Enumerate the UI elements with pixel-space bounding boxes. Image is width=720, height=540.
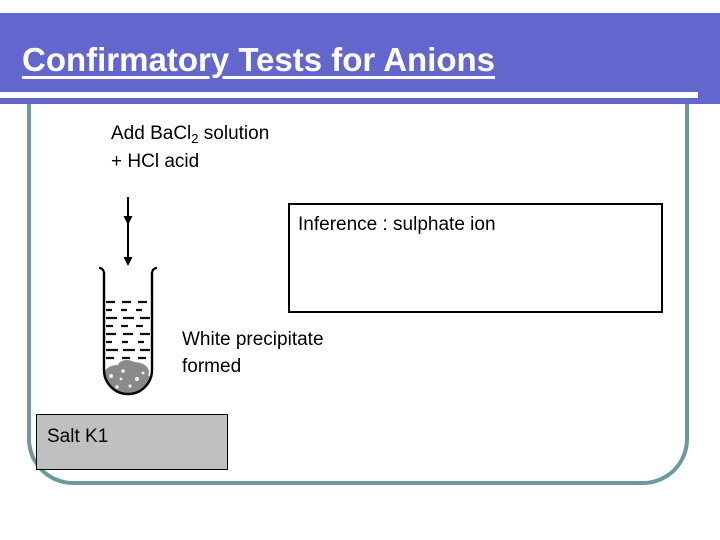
- observation-line-1: White precipitate: [182, 329, 324, 350]
- inference-label: Inference : sulphate ion: [298, 214, 496, 235]
- observation-line-2: formed: [182, 356, 242, 377]
- reagent-formula-suffix: solution: [198, 123, 270, 144]
- reagent-acid-line: + HCl acid: [111, 151, 200, 172]
- slide-body-frame: [27, 60, 689, 485]
- down-arrow-icon: [118, 192, 142, 272]
- reagent-formula-prefix: Add BaCl: [111, 123, 192, 144]
- inference-box: Inference : sulphate ion: [288, 203, 663, 313]
- title-banner: Confirmatory Tests for Anions: [0, 13, 720, 104]
- title-divider-rule: [0, 92, 698, 98]
- salt-sample-box: Salt K1: [36, 414, 228, 470]
- reagent-formula-subscript: 2: [191, 131, 199, 146]
- salt-sample-label: Salt K1: [47, 426, 109, 447]
- observation-label: White precipitate formed: [182, 326, 324, 380]
- page-title: Confirmatory Tests for Anions: [22, 41, 496, 78]
- test-tube-icon: [96, 266, 160, 398]
- reagent-instruction-label: Add BaCl2 solution + HCl acid: [111, 120, 269, 175]
